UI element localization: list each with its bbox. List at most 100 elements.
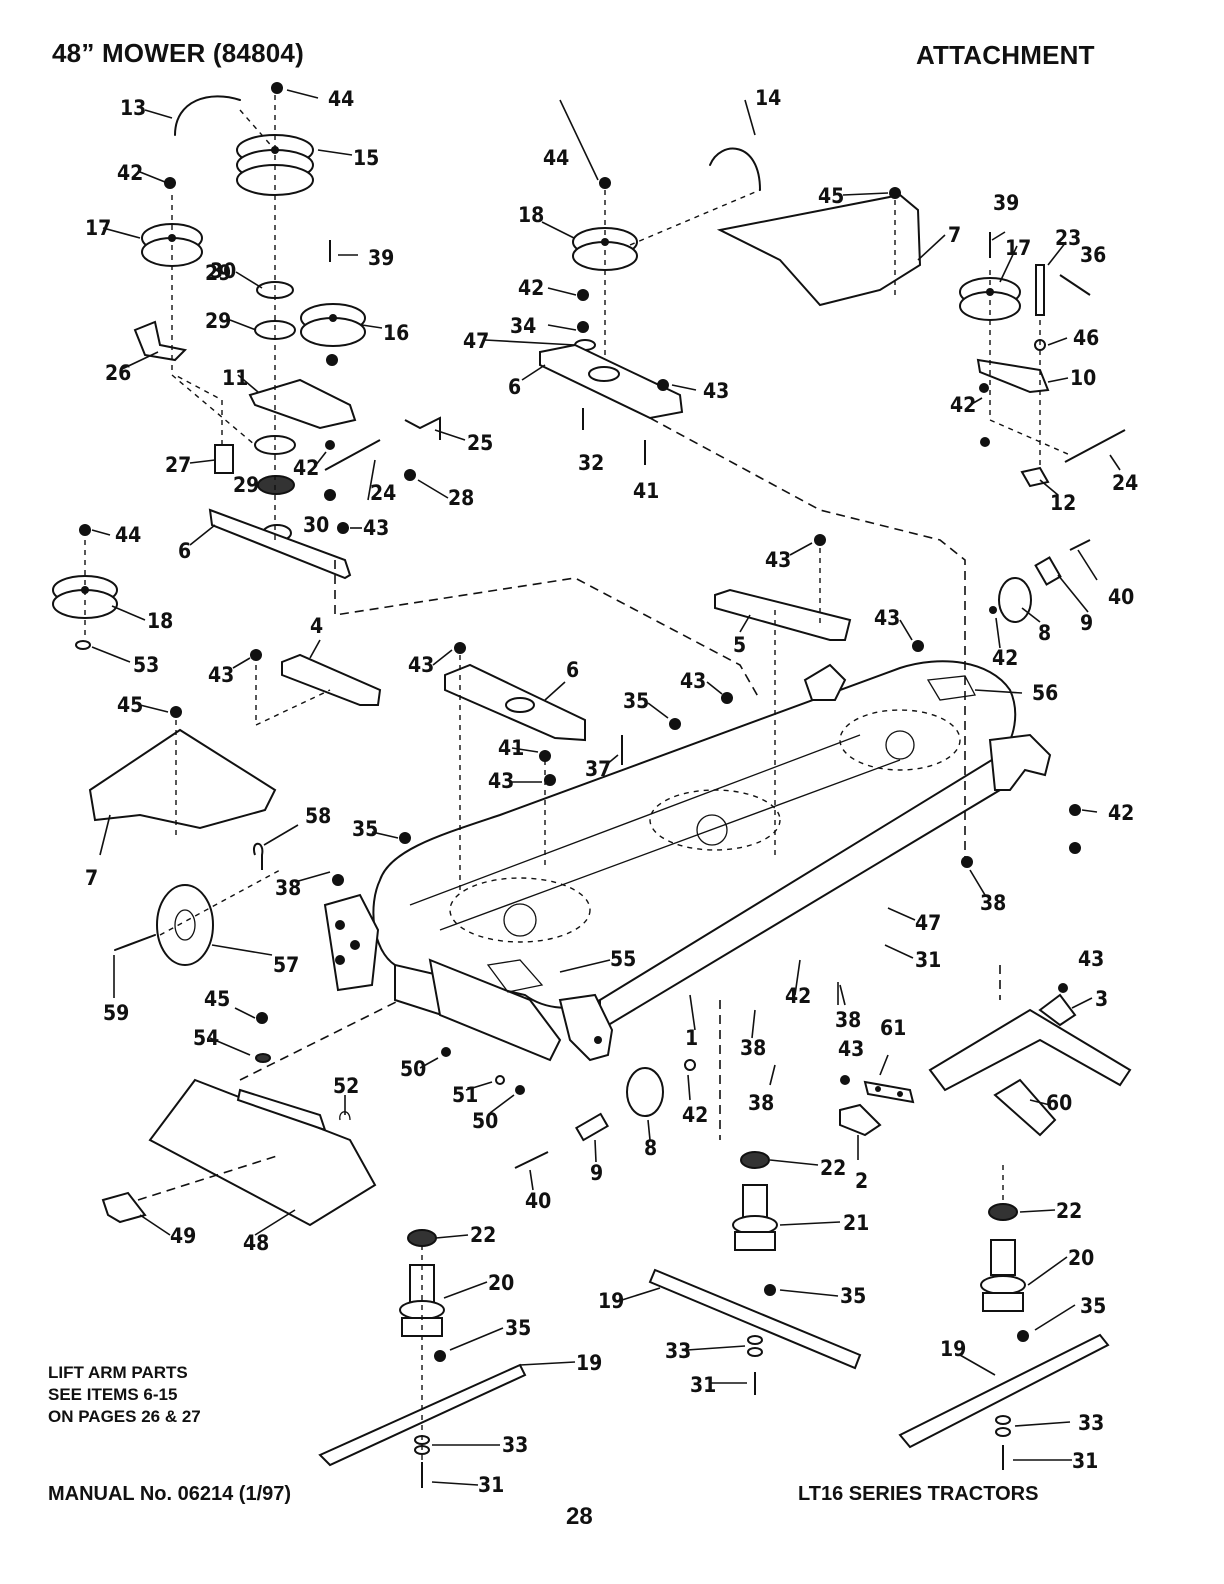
callout: 52 (333, 1074, 359, 1098)
note-line: ON PAGES 26 & 27 (48, 1407, 201, 1426)
callout: 54 (193, 1026, 219, 1050)
callout: 32 (578, 451, 604, 475)
lift-arm-note: LIFT ARM PARTS SEE ITEMS 6-15 ON PAGES 2… (48, 1362, 201, 1428)
callout: 31 (478, 1473, 504, 1497)
note-line: SEE ITEMS 6-15 (48, 1385, 178, 1404)
callout: 60 (1046, 1091, 1072, 1115)
callout: 19 (598, 1289, 624, 1313)
callout: 19 (940, 1337, 966, 1361)
roller-assembly-right (989, 539, 1091, 623)
callout: 37 (585, 757, 611, 781)
callout: 20 (1068, 1246, 1094, 1270)
page-number: 28 (566, 1503, 593, 1530)
callout: 42 (992, 646, 1018, 670)
callout: 16 (383, 321, 409, 345)
callout: 30 (210, 259, 236, 283)
callout: 11 (222, 366, 248, 390)
left-side-parts (52, 524, 1081, 966)
callout: 33 (502, 1433, 528, 1457)
mower-deck (323, 660, 1052, 1062)
callout: 22 (820, 1156, 846, 1180)
callout: 26 (105, 361, 131, 385)
callout: 43 (680, 669, 706, 693)
callout: 29 (205, 261, 231, 285)
callout: 45 (117, 693, 143, 717)
callout: 12 (1050, 491, 1076, 515)
callout: 24 (370, 481, 396, 505)
callout: 42 (117, 161, 143, 185)
callout: 40 (1108, 585, 1134, 609)
spindle-assembly-center (648, 1000, 862, 1395)
callout: 53 (133, 653, 159, 677)
callout: 14 (755, 86, 781, 110)
callout: 31 (690, 1373, 716, 1397)
callout: 25 (467, 431, 493, 455)
manual-number: MANUAL No. 06214 (1/97) (48, 1483, 292, 1505)
callout: 50 (400, 1057, 426, 1081)
callout: 44 (328, 87, 354, 111)
hitch-assembly (839, 983, 1132, 1137)
callout: 7 (948, 223, 961, 247)
callout: 43 (488, 769, 514, 793)
callout: 38 (980, 891, 1006, 915)
callout: 18 (147, 609, 173, 633)
callout: 51 (452, 1083, 478, 1107)
callout: 17 (1005, 236, 1031, 260)
callout: 35 (623, 689, 649, 713)
callout: 35 (352, 817, 378, 841)
callout: 35 (505, 1316, 531, 1340)
callout: 6 (178, 539, 191, 563)
section-title: ATTACHMENT (916, 40, 1095, 70)
series-label: LT16 SERIES TRACTORS (798, 1483, 1039, 1505)
callout: 41 (633, 479, 659, 503)
callout: 4 (310, 614, 323, 638)
callout: 6 (566, 658, 579, 682)
callout: 42 (1108, 801, 1134, 825)
callout: 34 (510, 314, 536, 338)
callout: 61 (880, 1016, 906, 1040)
callout: 5 (733, 633, 746, 657)
callout: 35 (840, 1284, 866, 1308)
callout: 2 (855, 1169, 868, 1193)
callout: 47 (915, 911, 941, 935)
callout: 43 (1078, 947, 1104, 971)
front-lower-parts (101, 999, 696, 1227)
callout: 30 (303, 513, 329, 537)
callout: 42 (785, 984, 811, 1008)
callout: 45 (818, 184, 844, 208)
callout: 49 (170, 1224, 196, 1248)
callout: 8 (644, 1136, 657, 1160)
callout: 28 (448, 486, 474, 510)
center-idler-assembly (539, 147, 966, 860)
callout: 21 (843, 1211, 869, 1235)
callout: 42 (682, 1103, 708, 1127)
spindle-assembly-left (318, 1229, 527, 1488)
diagram-title: 48” MOWER (84804) (52, 38, 304, 68)
callout: 46 (1073, 326, 1099, 350)
callout: 1 (685, 1026, 698, 1050)
callout: 10 (1070, 366, 1096, 390)
callout: 56 (1032, 681, 1058, 705)
callout: 38 (740, 1036, 766, 1060)
callout: 59 (103, 1001, 129, 1025)
callout: 19 (576, 1351, 602, 1375)
callout: 43 (703, 379, 729, 403)
note-line: LIFT ARM PARTS (48, 1363, 188, 1382)
callout: 33 (1078, 1411, 1104, 1435)
callout: 7 (85, 866, 98, 890)
callout: 29 (205, 309, 231, 333)
callout: 43 (363, 516, 389, 540)
callout: 44 (115, 523, 141, 547)
callout: 43 (765, 548, 791, 572)
callout: 18 (518, 203, 544, 227)
callout: 47 (463, 329, 489, 353)
callout: 33 (665, 1339, 691, 1363)
callout: 39 (993, 191, 1019, 215)
callout: 31 (915, 948, 941, 972)
callout: 40 (525, 1189, 551, 1213)
callout: 43 (838, 1037, 864, 1061)
callout: 22 (1056, 1199, 1082, 1223)
callout: 41 (498, 736, 524, 760)
callout: 42 (518, 276, 544, 300)
callout: 38 (275, 876, 301, 900)
